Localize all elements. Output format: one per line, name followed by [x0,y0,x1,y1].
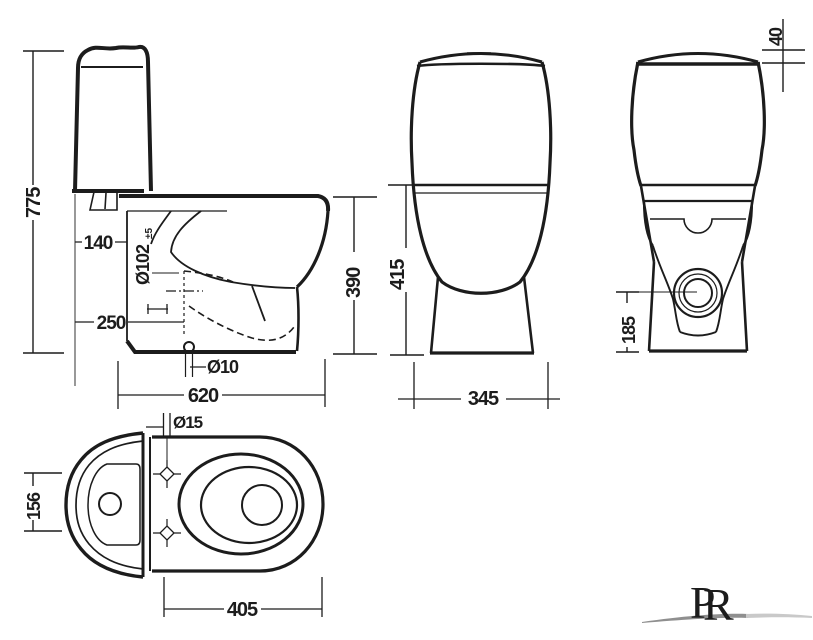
front-lid-bottom-line [416,62,546,68]
side-bowl-right-profile [295,210,330,289]
dim-40-lines [762,19,805,92]
top-flush-button [98,492,122,516]
dim-405-lines [163,577,323,617]
top-cistern-lid-inner [75,440,144,570]
side-flush-valve [89,191,118,211]
dim-o15-lines [146,413,171,437]
dim-250-label: 250 [97,313,126,334]
side-trap-dashed-upper [183,270,234,283]
dim-156-label: 156 [24,492,44,520]
top-seat-inner-oval [199,465,299,545]
dim-140-label: 140 [84,233,113,254]
dim-o15-label: Ø15 [173,413,203,432]
rear-lid-top-arc [637,52,759,64]
brand-logo: P R [642,577,812,630]
dim-345-label: 345 [468,388,499,410]
dim-415-lines [388,184,424,356]
top-cistern-raised-part [87,463,141,546]
dim-620-label: 620 [188,385,219,407]
side-fixing-hole [183,341,195,353]
front-body-outline [409,61,553,295]
rear-outlet-collar [652,245,744,337]
rear-pedestal [647,261,749,352]
front-pedestal [429,276,535,354]
rear-recess-inner-line [650,218,746,234]
front-view-dimensions [388,184,560,409]
rear-view [630,52,766,353]
side-fixing-hole-leaders [184,352,206,377]
rear-outlet-inner [683,278,713,308]
side-bowl-inner-curve-1 [150,210,172,245]
top-hole-2-diamond [159,525,175,541]
side-view-dimensions [23,50,377,409]
dim-415-label: 415 [387,259,409,290]
top-view-dimensions [24,413,323,617]
dim-156-lines [24,472,62,532]
side-trap-dashed-lower [188,305,295,342]
dim-390-lines [333,196,377,355]
rear-lower-sides [639,185,757,263]
side-cistern-outline [73,44,153,192]
rear-view-dimensions [616,19,805,353]
dim-775-lines [23,50,64,354]
rear-recess-outline [642,199,754,247]
side-seat-top [119,194,331,212]
dim-405-label: 405 [227,599,258,621]
top-hole-1-diamond [159,466,175,482]
side-view [72,44,331,377]
side-water-level-mark [147,304,168,314]
dim-185-label: 185 [619,316,639,344]
logo-letter-p: P [690,577,716,628]
side-weir-line [251,285,266,322]
dim-o102-tolerance: ±5 [144,228,155,239]
dim-o10-label: Ø10 [207,357,239,377]
side-bowl-inner-curve-2 [170,210,296,289]
front-lid-top-arc [419,52,543,64]
dim-775-label: 775 [23,187,45,218]
rear-body-sides [630,61,766,187]
side-base-bottom [125,339,296,354]
rear-outlet-ring [678,273,718,313]
dim-345-lines [398,362,560,409]
top-view [64,431,325,579]
dim-390-label: 390 [343,267,365,298]
logo-swoosh-light [746,613,812,618]
rear-outlet-outer [672,267,724,319]
top-drain-circle [241,484,283,526]
top-seat-outer-oval [177,452,305,556]
logo-letter-r: R [703,579,734,630]
dim-o102-label: Ø102 [133,244,153,285]
logo-swoosh-dark [642,613,748,623]
top-cistern-outline [64,431,144,579]
dim-620-lines [117,359,326,409]
side-foot-right [295,286,300,352]
top-bowl-body [152,435,325,573]
dim-185-lines [616,291,639,353]
front-view [409,52,553,355]
dim-40-label: 40 [766,27,786,46]
